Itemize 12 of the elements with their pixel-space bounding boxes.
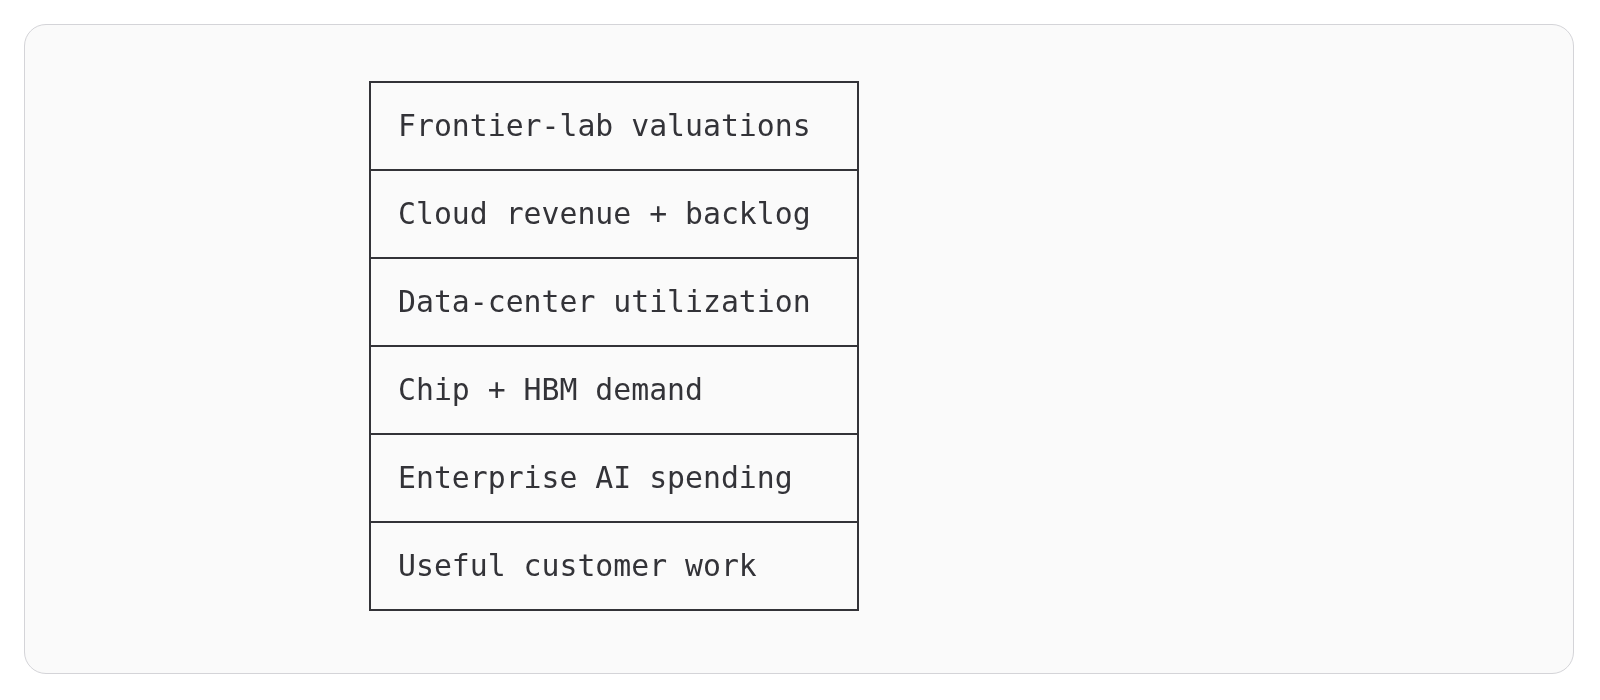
stack-layer	[369, 257, 859, 345]
stack-layer	[369, 521, 859, 611]
stack-layer	[369, 345, 859, 433]
layer-label: Frontier-lab valuations	[398, 108, 811, 144]
stack-layer	[369, 81, 859, 169]
layer-label: Cloud revenue + backlog	[398, 196, 811, 232]
layer-label: Useful customer work	[398, 548, 757, 584]
stack-layer	[369, 169, 859, 257]
layer-label: Chip + HBM demand	[398, 372, 703, 408]
layer-label: Enterprise AI spending	[398, 460, 793, 496]
layer-label: Data-center utilization	[398, 284, 811, 320]
stack-layer	[369, 433, 859, 521]
